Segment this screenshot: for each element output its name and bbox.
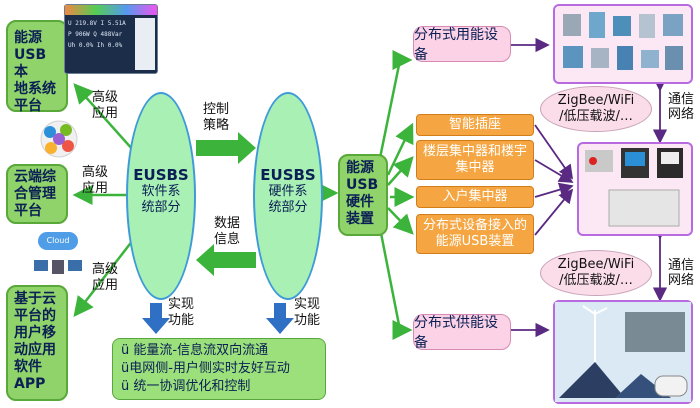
hardware-icons <box>585 148 683 227</box>
control-strategy-label: 控制策略 <box>203 102 230 133</box>
mobile-app-line-5: 软件 <box>14 359 42 375</box>
protocol-ellipse-2: ZigBee/WiFi/低压载波/… <box>540 250 652 296</box>
usb-device-line-4: 装置 <box>346 211 374 227</box>
eusbs-software-ellipse[interactable] <box>126 92 196 300</box>
appliance-icons <box>563 12 683 70</box>
cloud-network-icon <box>40 120 78 158</box>
adv-app-label-3: 高级应用 <box>92 262 119 293</box>
usb-platform-line-4: 平台 <box>14 98 42 114</box>
hardware-title: EUSBS <box>260 166 316 184</box>
cloud-platform-line-1: 云端综 <box>14 169 56 185</box>
hardware-sub: 硬件系统部分 <box>268 184 308 215</box>
cloud-icon: Cloud <box>38 232 78 250</box>
cloud-devices-icon: Cloud <box>34 232 84 282</box>
comm-network-label-1: 通信网络 <box>668 92 695 122</box>
usb-platform-line-2: USB本 <box>14 47 47 80</box>
arrow-to-mobile-app <box>73 239 134 317</box>
cloud-platform-line-2: 合管理 <box>14 186 56 202</box>
floor-concentrator-text: 楼层集中器和楼宇集中器 <box>422 144 527 175</box>
adv-app-label-1: 高级应用 <box>92 90 119 121</box>
data-info-label: 数据信息 <box>214 216 241 247</box>
smart-socket[interactable]: 智能插座 <box>416 114 534 136</box>
usb-access-text: 分布式设备接入的能源USB装置 <box>422 218 527 249</box>
protocol-ellipse-1: ZigBee/WiFi/低压载波/… <box>540 86 652 132</box>
usb-local-system-platform[interactable]: 能源 USB本 地系统 平台 <box>6 20 68 114</box>
usb-device-line-2: USB <box>346 177 379 193</box>
distributed-supply-devices[interactable]: 分布式供能设备 <box>413 314 511 351</box>
mobile-app-box[interactable]: 基于云 平台的 用户移 动应用 软件 APP <box>6 285 68 401</box>
solar-wind-icons <box>555 302 691 402</box>
distributed-usb-access-device[interactable]: 分布式设备接入的能源USB装置 <box>416 214 534 254</box>
adv-app-label-2: 高级应用 <box>82 165 109 196</box>
mobile-app-line-3: 用户移 <box>14 325 56 341</box>
distributed-consumption-devices[interactable]: 分布式用能设备 <box>413 26 511 63</box>
arrow-to-usb-access <box>387 207 414 235</box>
arrow-to-usb-platform <box>73 83 134 151</box>
supply-devices-image <box>553 300 693 404</box>
arrow-data-info <box>196 244 256 276</box>
mobile-app-line-6: APP <box>14 376 46 392</box>
hardware-devices-image <box>577 142 693 236</box>
usb-device-line-1: 能源 <box>346 160 374 176</box>
software-title: EUSBS <box>133 166 189 184</box>
dashboard-row-3: Uh 0.0% Ih 0.0% <box>68 42 123 49</box>
arrow-to-dist-use <box>378 50 413 159</box>
cloud-management-platform[interactable]: 云端综 合管理 平台 <box>6 164 68 224</box>
software-sub: 软件系统部分 <box>141 184 181 215</box>
arrow-to-floor-concentrator <box>387 156 414 186</box>
bullet-2: ü电网侧-用户侧实时友好互动 <box>121 361 290 376</box>
dashboard-row-2: P 906W Q 488Var <box>68 31 123 38</box>
usb-platform-line-1: 能源 <box>14 30 42 46</box>
dashboard-screenshot: U 219.8V I 5.51A P 906W Q 488Var Uh 0.0%… <box>64 4 158 74</box>
functions-bullet-box: ü 能量流-信息流双向流通 ü电网侧-用户侧实时友好互动 ü 统一协调优化和控制 <box>112 338 326 400</box>
arrow-realize-1 <box>142 303 170 334</box>
bullet-1: ü 能量流-信息流双向流通 <box>121 343 269 358</box>
arrow-to-smart-socket <box>386 122 414 176</box>
realize-label-1: 实现功能 <box>168 297 195 328</box>
cloud-platform-line-3: 平台 <box>14 203 42 219</box>
floor-building-concentrator[interactable]: 楼层集中器和楼宇集中器 <box>416 140 534 180</box>
usb-device-line-3: 硬件 <box>346 194 374 210</box>
usb-platform-line-3: 地系统 <box>14 81 56 97</box>
comm-network-label-2: 通信网络 <box>668 258 695 288</box>
usb-hardware-device[interactable]: 能源 USB 硬件 装置 <box>338 154 388 236</box>
dashboard-row-1: U 219.8V I 5.51A <box>68 20 126 27</box>
mobile-app-line-4: 动应用 <box>14 342 56 358</box>
mobile-app-line-1: 基于云 <box>14 291 56 307</box>
bullet-3: ü 统一协调优化和控制 <box>121 379 251 394</box>
arrow-to-dist-supply <box>378 227 413 340</box>
home-concentrator[interactable]: 入户集中器 <box>416 186 534 208</box>
arrow-control-strategy <box>196 132 256 164</box>
consumption-devices-image <box>553 4 693 84</box>
realize-label-2: 实现功能 <box>294 297 321 328</box>
mobile-app-line-2: 平台的 <box>14 308 56 324</box>
eusbs-hardware-ellipse[interactable] <box>253 92 323 300</box>
arrow-realize-2 <box>266 303 294 334</box>
